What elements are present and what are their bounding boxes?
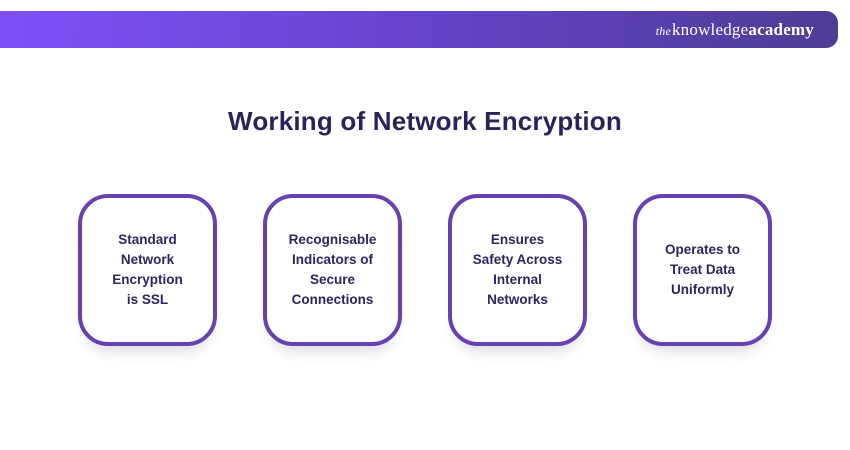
card-standard-network-encryption: Standard Network Encryption is SSL — [78, 194, 217, 346]
header-banner: theknowledgeacademy — [0, 11, 838, 48]
card-text: Recognisable Indicators of Secure Connec… — [288, 232, 377, 307]
card-text: Operates to Treat Data Uniformly — [664, 242, 741, 297]
brand-logo: theknowledgeacademy — [656, 21, 814, 38]
brand-logo-knowledge: knowledge — [671, 20, 749, 39]
card-recognisable-indicators: Recognisable Indicators of Secure Connec… — [263, 194, 402, 346]
brand-logo-academy: academy — [748, 20, 814, 39]
cards-row: Standard Network Encryption is SSL Recog… — [0, 194, 850, 346]
card-text: Standard Network Encryption is SSL — [112, 232, 183, 307]
page-title: Working of Network Encryption — [228, 106, 622, 136]
brand-logo-the: the — [655, 24, 671, 38]
card-operates-uniformly: Operates to Treat Data Uniformly — [633, 194, 772, 346]
card-text: Ensures Safety Across Internal Networks — [472, 232, 563, 307]
card-ensures-safety: Ensures Safety Across Internal Networks — [448, 194, 587, 346]
